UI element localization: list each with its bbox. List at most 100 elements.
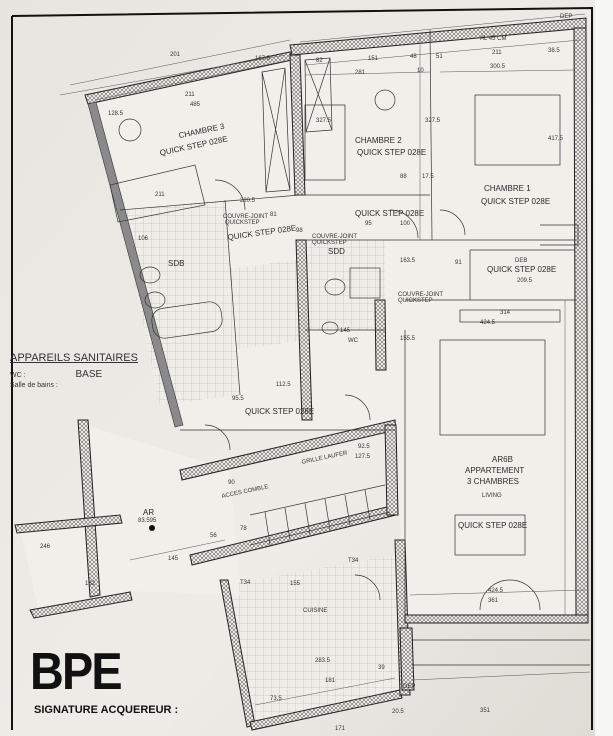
bed-chambre2: [304, 104, 346, 181]
svg-text:95.5: 95.5: [232, 396, 244, 402]
svg-text:424.5: 424.5: [480, 320, 496, 326]
svg-text:100: 100: [400, 221, 411, 227]
floor-sdb-tiles: [120, 200, 240, 405]
label-cuisine: CUISINE: [303, 608, 327, 614]
label-living-floor: QUICK STEP 028E: [458, 521, 527, 530]
floor-left-wing: [20, 520, 130, 615]
label-deb: DEB: [515, 258, 527, 264]
svg-text:78: 78: [240, 526, 247, 532]
label-quickstep-3: QUICKSTEP: [398, 298, 433, 304]
svg-text:91: 91: [455, 260, 462, 266]
svg-text:151: 151: [368, 56, 379, 62]
bpe-logo: BPE: [30, 643, 123, 701]
label-sdd: SDD: [328, 247, 345, 256]
wall-left-wing-bottom: [29, 591, 133, 619]
dimension-lines: [59, 13, 591, 706]
svg-text:20.5: 20.5: [392, 709, 404, 715]
svg-text:127.5: 127.5: [355, 454, 371, 460]
bathtub: [151, 301, 223, 339]
label-living: LIVING: [482, 493, 502, 499]
wall-ar-left: [77, 419, 101, 598]
dimension-labels: 167.5 201 211 485 128.5 211 220.5 81 151…: [40, 48, 564, 732]
svg-text:56: 56: [210, 533, 217, 539]
svg-text:39: 39: [378, 665, 385, 671]
svg-text:281: 281: [355, 70, 366, 76]
svg-text:327.5: 327.5: [425, 118, 441, 124]
svg-text:314: 314: [500, 310, 511, 316]
wall-sdd: [295, 239, 313, 421]
svg-text:417.5: 417.5: [548, 136, 564, 142]
legend-bath-label: Salle de bains :: [10, 382, 58, 389]
sanitary-legend: APPAREILS SANITAIRES WC : BASE Salle de …: [10, 352, 138, 389]
svg-text:246: 246: [40, 544, 51, 550]
legend-title: APPAREILS SANITAIRES: [10, 352, 138, 364]
toilet: [321, 321, 339, 335]
label-unit: AR6B: [492, 455, 513, 464]
partition-lines: [119, 29, 590, 666]
legend-wc-label: WC :: [10, 372, 26, 379]
label-couvre-joint-3: COUVRE-JOINT: [398, 292, 443, 298]
svg-text:10: 10: [417, 68, 424, 74]
svg-text:182: 182: [85, 581, 96, 587]
svg-text:181: 181: [325, 678, 336, 684]
floor-wc-tiles: [220, 260, 310, 350]
svg-text:90: 90: [228, 480, 235, 486]
label-ar-level: 83.595: [138, 518, 157, 524]
wall-kitchen-bottom: [249, 689, 403, 731]
svg-text:112.5: 112.5: [276, 382, 291, 388]
label-bedrooms: 3 CHAMBRES: [467, 477, 519, 486]
sofa: [439, 339, 546, 436]
sheet-border: [11, 6, 593, 730]
svg-text:424.5: 424.5: [488, 588, 504, 594]
svg-text:98: 98: [296, 228, 303, 234]
svg-text:155.5: 155.5: [400, 336, 416, 342]
svg-text:82: 82: [316, 58, 323, 64]
svg-text:163.5: 163.5: [400, 258, 416, 264]
wall-left-wing: [14, 514, 123, 534]
bed-chambre3: [109, 164, 206, 223]
svg-text:88: 88: [400, 174, 407, 180]
svg-text:106: 106: [138, 236, 149, 242]
svg-text:351: 351: [480, 708, 491, 714]
signature-label: SIGNATURE ACQUEREUR :: [34, 704, 179, 716]
svg-text:327.5: 327.5: [316, 118, 332, 124]
legend-wc-value: BASE: [75, 369, 103, 380]
svg-text:128.5: 128.5: [108, 111, 124, 117]
label-appartement: APPARTEMENT: [465, 466, 524, 475]
label-deb-floor: QUICK STEP 028E: [487, 265, 556, 274]
sink-1: [139, 266, 161, 284]
svg-text:171: 171: [335, 726, 346, 732]
wall-stair-right: [384, 424, 399, 516]
wall-left-diagonal: [87, 101, 184, 428]
label-chambre1-floor: QUICK STEP 028E: [481, 197, 550, 206]
svg-text:211: 211: [185, 92, 195, 98]
svg-text:48: 48: [410, 54, 417, 60]
dining-table: [454, 514, 526, 556]
paper-right-edge: [595, 0, 613, 736]
label-couvre-joint-1: COUVRE-JOINT: [223, 214, 268, 220]
svg-text:361: 361: [488, 598, 499, 604]
label-ar: AR: [143, 508, 154, 517]
sink-2: [144, 291, 166, 309]
wall-balcony: [399, 627, 415, 691]
label-t34-2: T34: [348, 558, 359, 564]
svg-text:95: 95: [365, 221, 372, 227]
svg-text:51: 51: [436, 54, 443, 60]
svg-text:485: 485: [190, 102, 201, 108]
svg-text:209.5: 209.5: [517, 278, 533, 284]
svg-text:92.5: 92.5: [358, 444, 370, 450]
svg-text:167.5: 167.5: [255, 56, 271, 62]
label-chambre1: CHAMBRE 1: [484, 184, 531, 193]
svg-text:145: 145: [340, 328, 351, 334]
label-couvre-joint-2: COUVRE-JOINT: [312, 234, 357, 240]
wall-living-bottom: [404, 614, 589, 624]
label-chambre2-floor: QUICK STEP 028E: [357, 148, 426, 157]
label-quickstep-2: QUICKSTEP: [312, 240, 347, 246]
label-hall-lower-floor: QUICK STEP 028E: [245, 407, 314, 416]
label-hall-floor: QUICK STEP 028E: [355, 209, 424, 218]
bed-chambre1: [474, 94, 561, 166]
legend-wc-row: WC : BASE: [10, 369, 138, 380]
label-sdb: SDB: [168, 259, 184, 268]
label-dep-bottom: DEP: [403, 684, 415, 690]
svg-text:81: 81: [270, 212, 277, 218]
